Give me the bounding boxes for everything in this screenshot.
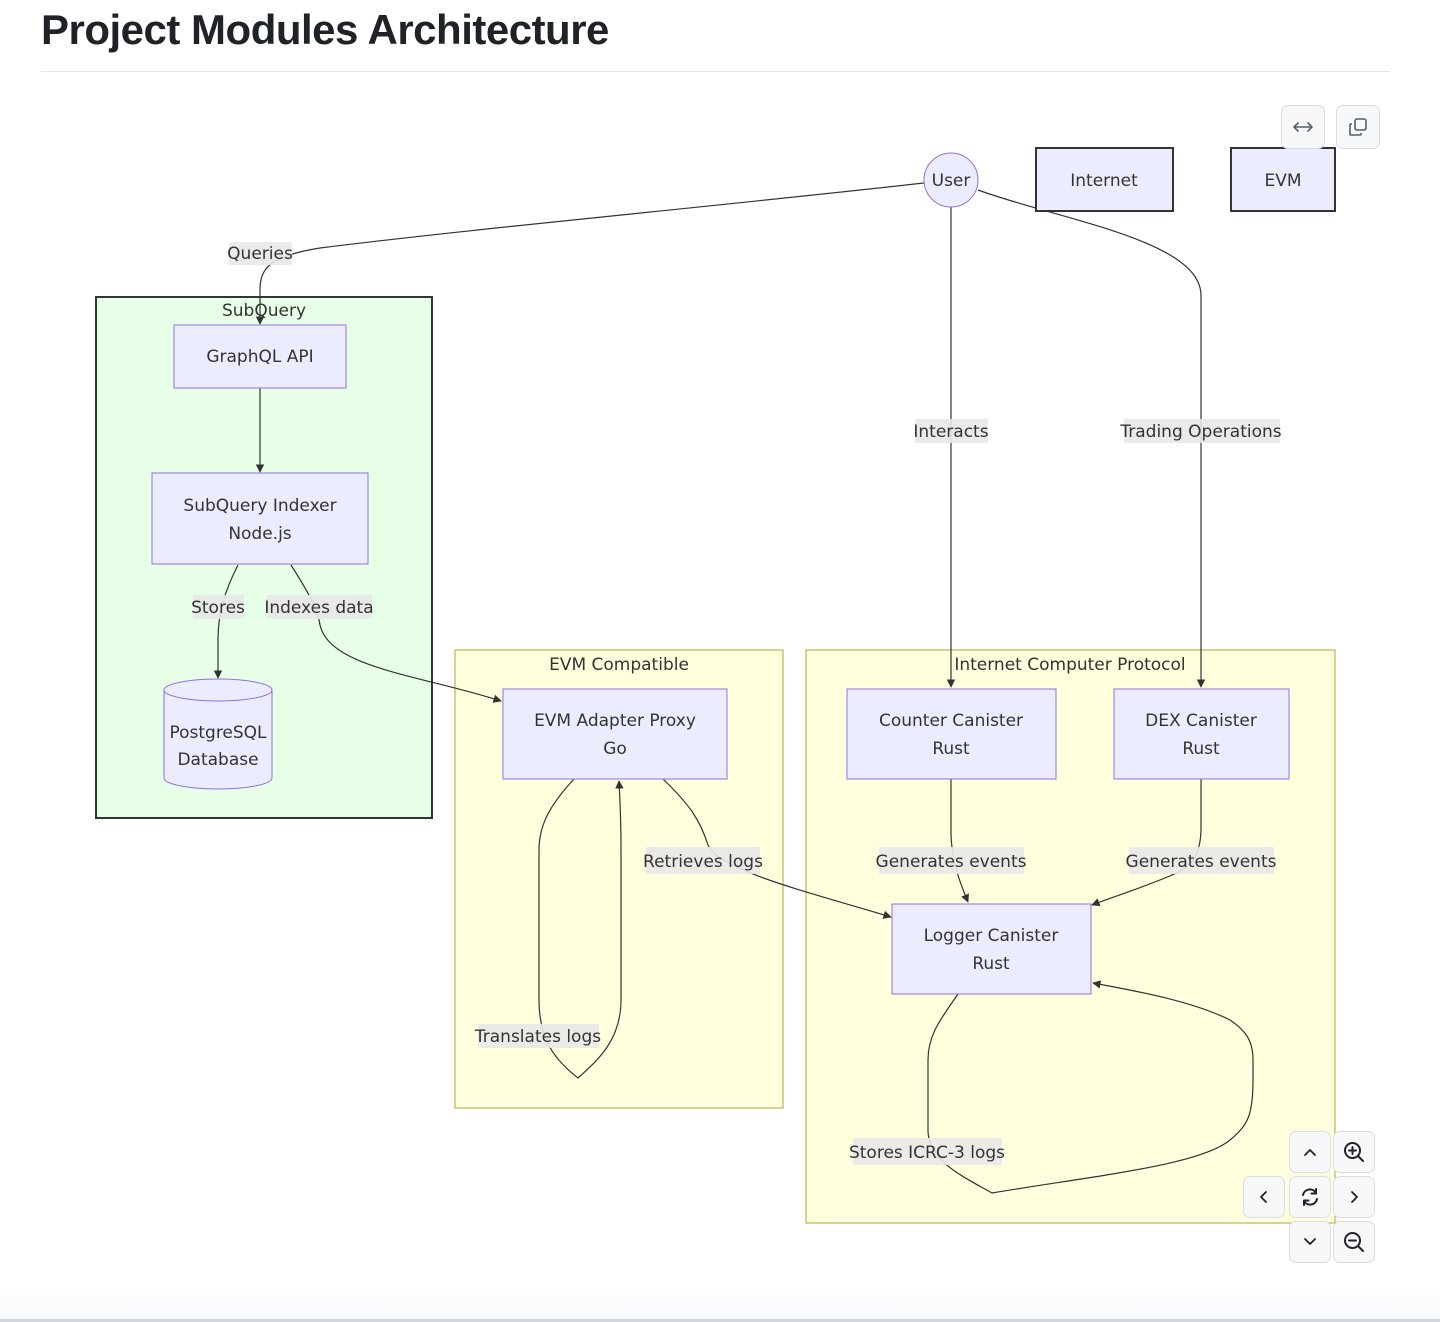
zoom-out-button[interactable]	[1333, 1221, 1375, 1263]
node-dex-canister-line2: Rust	[1182, 739, 1220, 759]
edge-label-translates: Translates logs	[474, 1024, 601, 1048]
edge-translates	[538, 778, 624, 1079]
node-user-label: User	[932, 171, 971, 191]
node-dex-canister-line1: DEX Canister	[1145, 711, 1257, 731]
node-subquery-indexer[interactable]: SubQuery Indexer Node.js	[151, 472, 369, 565]
node-logger-canister[interactable]: Logger Canister Rust	[891, 903, 1092, 995]
zoom-out-icon	[1344, 1232, 1364, 1252]
subgraph-icp-label: Internet Computer Protocol	[954, 655, 1185, 675]
copy-icon	[1349, 118, 1367, 136]
edge-label-gen-dex: Generates events	[1126, 847, 1277, 874]
node-graphql-api-label: GraphQL API	[206, 347, 313, 367]
node-logger-canister-line2: Rust	[972, 954, 1010, 974]
pan-left-button[interactable]	[1243, 1176, 1285, 1218]
chevron-right-icon	[1351, 1191, 1358, 1203]
node-subquery-indexer-line2: Node.js	[228, 524, 291, 544]
bottom-divider	[0, 1319, 1440, 1322]
chevron-left-icon	[1260, 1191, 1267, 1203]
subgraph-subquery-label: SubQuery	[222, 301, 306, 321]
fullscreen-button[interactable]	[1281, 105, 1325, 149]
svg-text:Stores ICRC-3 logs: Stores ICRC-3 logs	[849, 1143, 1005, 1163]
edge-queries	[255, 182, 925, 325]
node-logger-canister-line1: Logger Canister	[924, 926, 1059, 946]
node-counter-canister-line1: Counter Canister	[879, 711, 1023, 731]
node-evm-label: EVM	[1264, 171, 1301, 191]
edge-label-queries: Queries	[227, 242, 293, 265]
node-counter-canister[interactable]: Counter Canister Rust	[846, 688, 1057, 780]
node-dex-canister[interactable]: DEX Canister Rust	[1113, 688, 1290, 780]
svg-text:Generates events: Generates events	[876, 852, 1027, 872]
node-evm-adapter-proxy-line1: EVM Adapter Proxy	[534, 711, 696, 731]
chevron-down-icon	[1304, 1238, 1316, 1245]
svg-text:Translates logs: Translates logs	[474, 1027, 601, 1047]
zoom-in-icon	[1344, 1142, 1364, 1162]
node-postgresql-line1: PostgreSQL	[169, 723, 267, 743]
title-divider	[41, 71, 1390, 72]
svg-text:Retrieves logs: Retrieves logs	[643, 852, 763, 872]
svg-text:Indexes data: Indexes data	[264, 598, 373, 618]
edge-label-gen-counter: Generates events	[876, 847, 1027, 874]
svg-text:Generates events: Generates events	[1126, 852, 1277, 872]
node-graphql-api[interactable]: GraphQL API	[173, 324, 347, 389]
node-counter-canister-line2: Rust	[932, 739, 970, 759]
edge-gen-dex	[1091, 779, 1202, 907]
pan-right-button[interactable]	[1333, 1176, 1375, 1218]
edge-label-retrieves: Retrieves logs	[643, 847, 763, 874]
svg-text:Stores: Stores	[191, 598, 245, 618]
edge-label-trading: Trading Operations	[1119, 419, 1282, 443]
svg-text:Interacts: Interacts	[913, 422, 988, 442]
node-internet-label: Internet	[1070, 171, 1138, 191]
edge-label-stores: Stores	[191, 595, 245, 619]
svg-text:Trading Operations: Trading Operations	[1119, 422, 1281, 442]
pan-down-button[interactable]	[1289, 1221, 1331, 1263]
bottom-fade	[0, 1290, 1440, 1319]
reset-icon	[1302, 1188, 1318, 1206]
node-internet[interactable]: Internet	[1035, 147, 1174, 212]
node-user[interactable]: User	[923, 152, 979, 208]
chevron-up-icon	[1304, 1149, 1316, 1156]
edge-label-stores-icrc: Stores ICRC-3 logs	[849, 1138, 1005, 1165]
zoom-in-button[interactable]	[1333, 1131, 1375, 1173]
copy-button[interactable]	[1336, 105, 1380, 149]
edge-label-indexes: Indexes data	[264, 595, 374, 619]
svg-text:Queries: Queries	[227, 244, 293, 264]
edge-stores-icrc	[927, 980, 1254, 1194]
edge-label-interacts: Interacts	[913, 419, 989, 443]
pan-up-button[interactable]	[1289, 1131, 1331, 1173]
node-postgresql-database[interactable]: PostgreSQL Database	[163, 678, 273, 790]
arrows-horizontal-icon	[1293, 122, 1313, 132]
edge-trading	[977, 189, 1206, 688]
node-evm[interactable]: EVM	[1230, 147, 1336, 212]
node-postgresql-line2: Database	[177, 750, 258, 770]
node-evm-adapter-proxy[interactable]: EVM Adapter Proxy Go	[502, 688, 728, 780]
subgraph-evm-compatible-label: EVM Compatible	[549, 655, 689, 675]
page-title: Project Modules Architecture	[41, 6, 609, 53]
node-subquery-indexer-line1: SubQuery Indexer	[183, 496, 336, 516]
node-evm-adapter-proxy-line2: Go	[603, 739, 627, 759]
reset-button[interactable]	[1289, 1176, 1331, 1218]
